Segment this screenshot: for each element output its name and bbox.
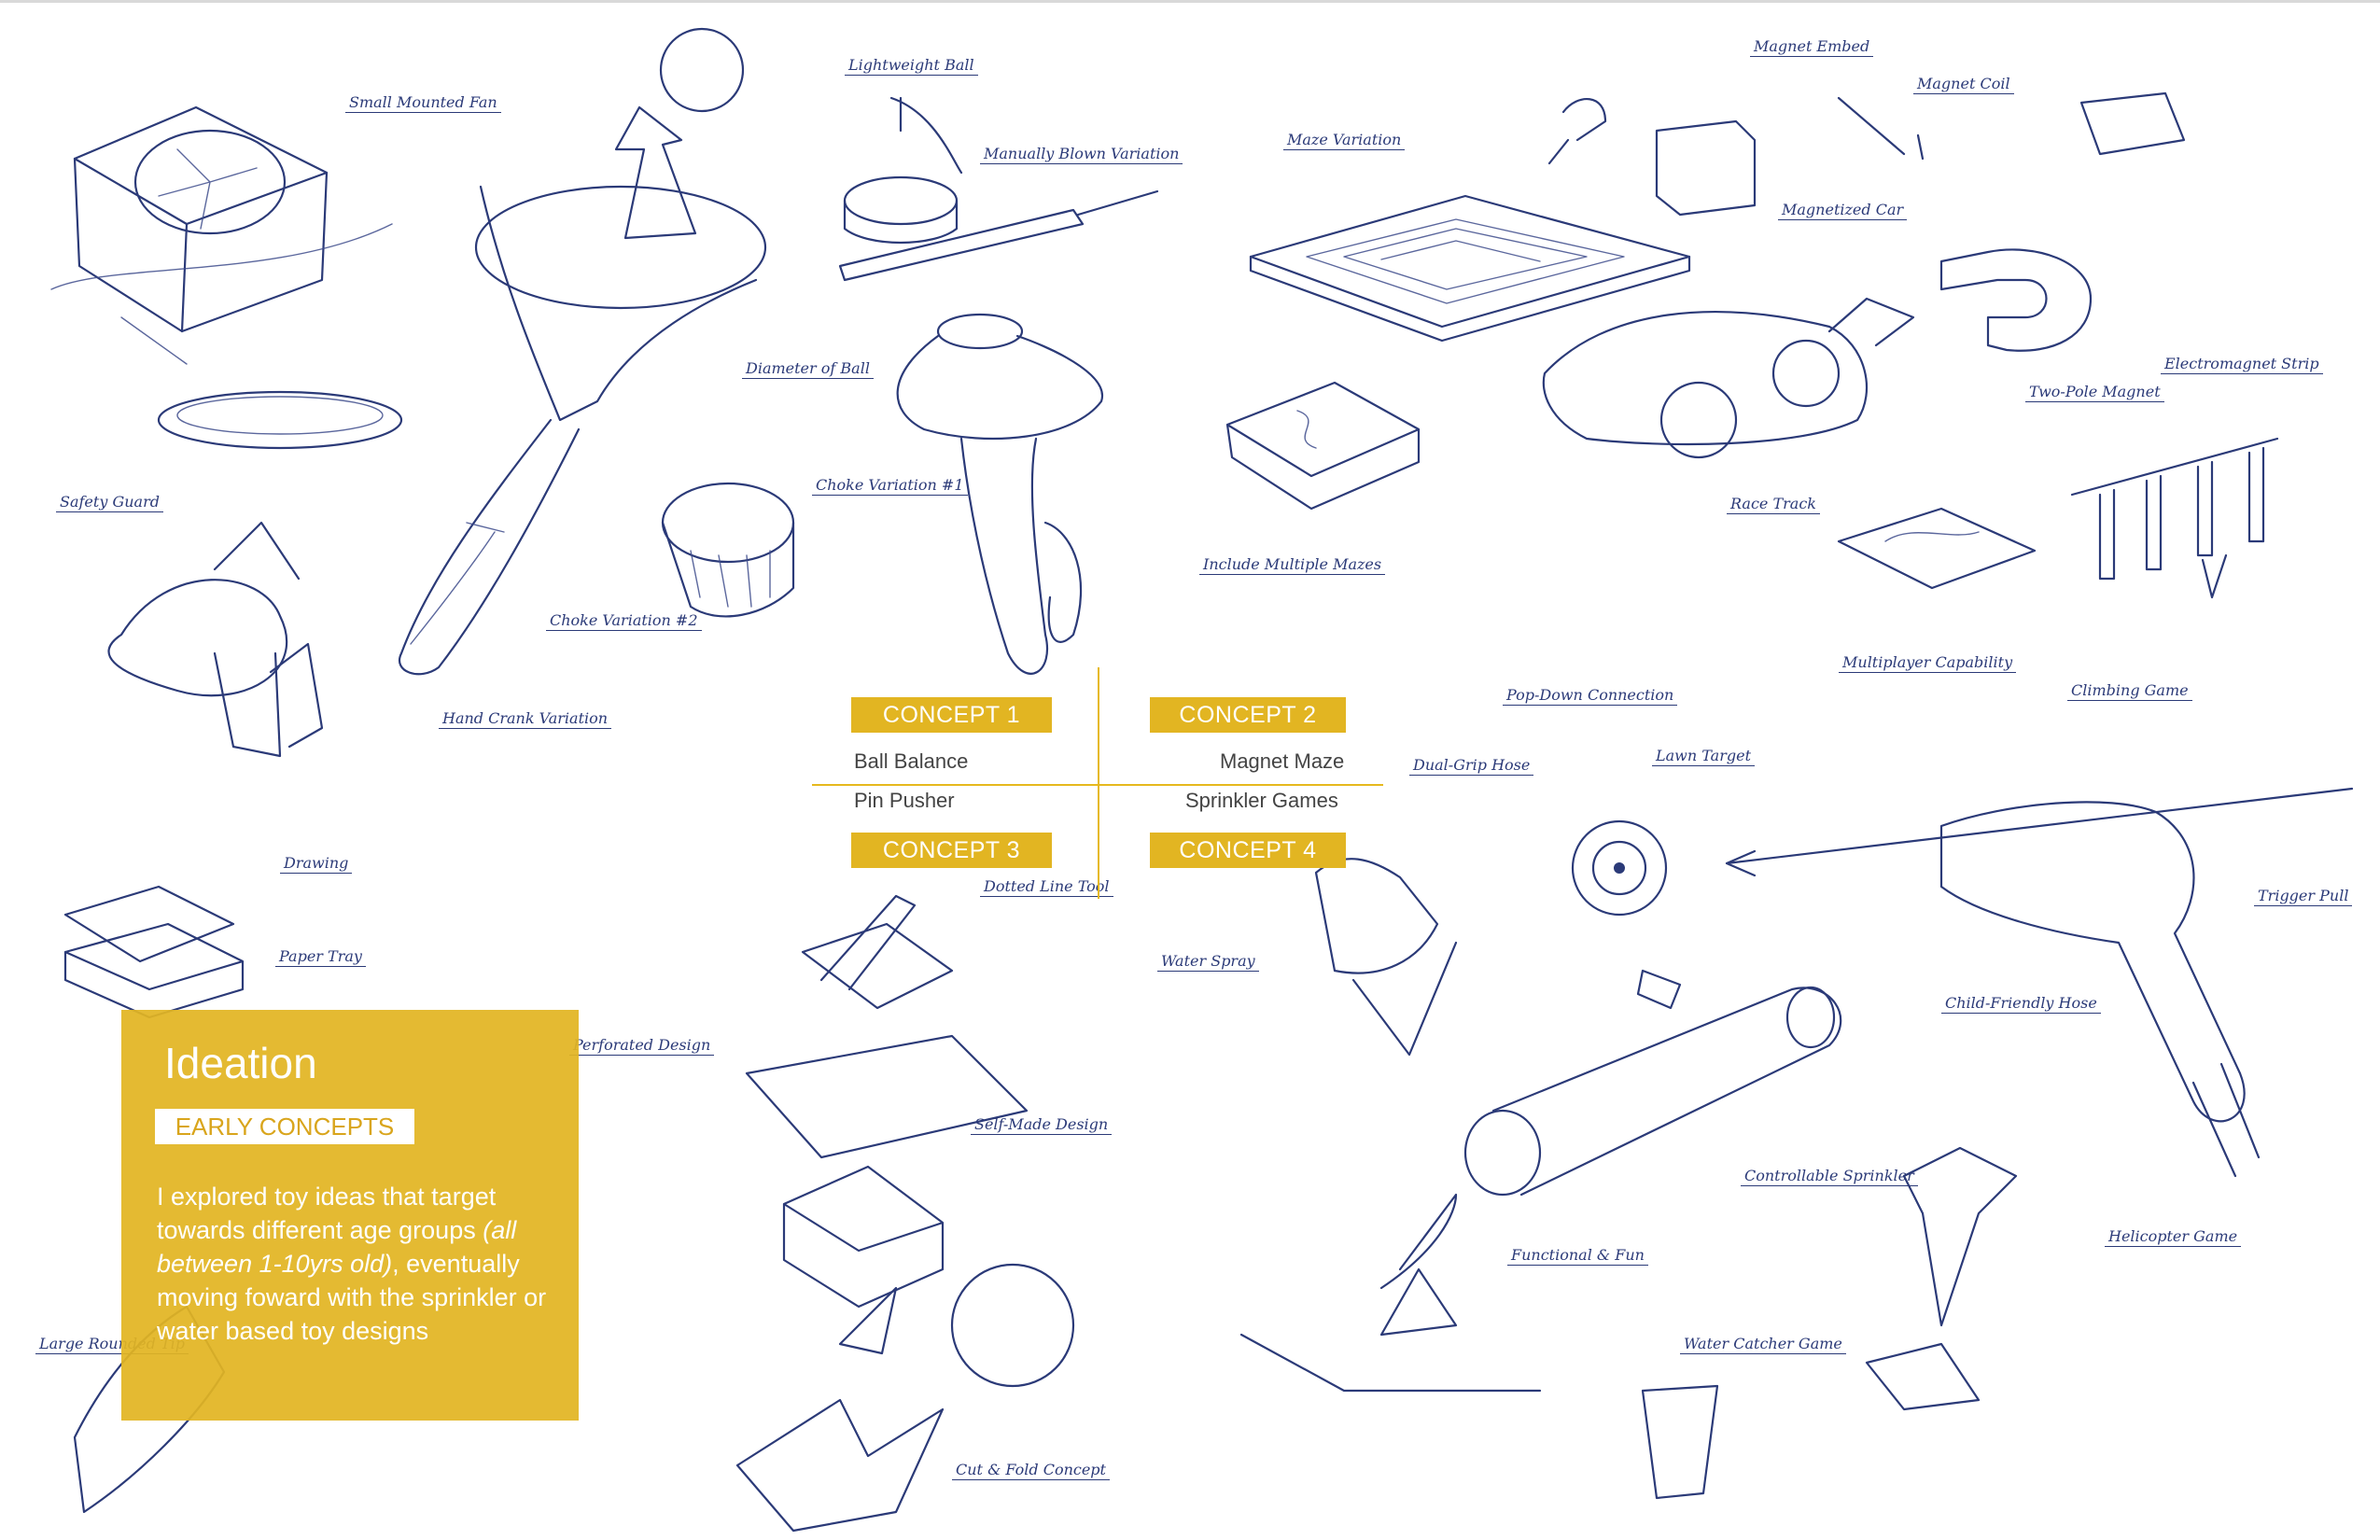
note-water-catcher-game: Water Catcher Game <box>1680 1335 1846 1354</box>
ideation-description-end: , eventually moving foward with the spri… <box>157 1250 547 1345</box>
concept-grid-vertical <box>1098 667 1099 899</box>
note-maze-variation: Maze Variation <box>1283 131 1406 150</box>
ideation-description-age-range: (all between 1-10yrs old) <box>157 1216 517 1278</box>
concept-grid-horizontal <box>812 784 1383 786</box>
note-self-made-design: Self-Made Design <box>971 1115 1113 1135</box>
concept-2-label: Magnet Maze <box>1220 749 1345 773</box>
blow-variation-sketch <box>838 175 1159 282</box>
note-dotted-line-tool: Dotted Line Tool <box>980 877 1113 897</box>
electromagnet-sketch <box>1837 437 2279 599</box>
concept-1-label: Ball Balance <box>854 749 969 773</box>
ideation-description-start: I explored toy ideas that target towards… <box>157 1183 497 1244</box>
note-manually-blown-variation: Manually Blown Variation <box>980 145 1183 164</box>
concept-3-badge: CONCEPT 3 <box>851 833 1052 868</box>
note-cut-fold-concept: Cut & Fold Concept <box>952 1461 1110 1480</box>
note-electromagnet-strip: Electromagnet Strip <box>2161 355 2323 374</box>
note-multiplayer-capability: Multiplayer Capability <box>1839 653 2017 673</box>
note-perforated-design: Perforated Design <box>569 1036 715 1056</box>
note-dual-grip-hose: Dual-Grip Hose <box>1409 756 1534 776</box>
note-lawn-target: Lawn Target <box>1652 747 1756 766</box>
ideation-title: Ideation <box>164 1039 317 1087</box>
ideation-description: I explored toy ideas that target towards… <box>157 1180 549 1348</box>
note-hand-crank-variation: Hand Crank Variation <box>439 709 612 729</box>
note-two-pole-magnet: Two-Pole Magnet <box>2025 383 2164 402</box>
note-water-spray: Water Spray <box>1157 952 1259 972</box>
note-choke-variation-2: Choke Variation #2 <box>546 611 702 631</box>
note-pop-down-connection: Pop-Down Connection <box>1503 686 1678 706</box>
fan-sketch <box>50 105 403 450</box>
concept-3-label: Pin Pusher <box>854 789 955 812</box>
concept-2-badge: CONCEPT 2 <box>1150 697 1346 733</box>
note-magnet-embed: Magnet Embed <box>1750 37 1874 57</box>
note-drawing: Drawing <box>280 854 353 874</box>
choke-sketch <box>661 313 1103 675</box>
note-helicopter-game: Helicopter Game <box>2105 1227 2242 1247</box>
note-child-friendly-hose: Child-Friendly Hose <box>1941 994 2101 1014</box>
hose-target-sketch <box>1314 787 2354 1178</box>
ideation-card: Ideation EARLY CONCEPTS I explored toy i… <box>121 1010 579 1421</box>
note-controllable-sprinkler: Controllable Sprinkler <box>1741 1167 1918 1186</box>
note-lightweight-ball: Lightweight Ball <box>845 56 978 76</box>
maze-sketch <box>1225 194 1691 511</box>
concept-4-label: Sprinkler Games <box>1185 789 1338 812</box>
note-magnet-coil: Magnet Coil <box>1913 75 2014 94</box>
funnel-sketch <box>398 27 963 676</box>
note-small-mounted-fan: Small Mounted Fan <box>345 93 501 113</box>
top-divider <box>0 0 2380 3</box>
note-trigger-pull: Trigger Pull <box>2254 887 2353 906</box>
note-include-multiple-mazes: Include Multiple Mazes <box>1199 555 1386 575</box>
note-safety-guard: Safety Guard <box>56 493 163 512</box>
note-diameter-of-ball: Diameter of Ball <box>742 359 874 379</box>
note-climbing-game: Climbing Game <box>2067 681 2192 701</box>
note-race-track: Race Track <box>1727 495 1820 514</box>
note-choke-variation-1: Choke Variation #1 <box>812 476 968 496</box>
note-magnetized-car: Magnetized Car <box>1778 201 1908 220</box>
note-paper-tray: Paper Tray <box>275 947 366 967</box>
craft-sketch <box>63 885 1075 1533</box>
magnet-car-sketch <box>1542 91 2186 459</box>
concept-1-badge: CONCEPT 1 <box>851 697 1052 733</box>
early-concepts-label: EARLY CONCEPTS <box>155 1109 414 1144</box>
propeller-sketch <box>107 521 324 758</box>
note-functional-fun: Functional & Fun <box>1507 1246 1648 1266</box>
concept-4-badge: CONCEPT 4 <box>1150 833 1346 868</box>
sprinkler-sketch <box>1239 969 2018 1500</box>
